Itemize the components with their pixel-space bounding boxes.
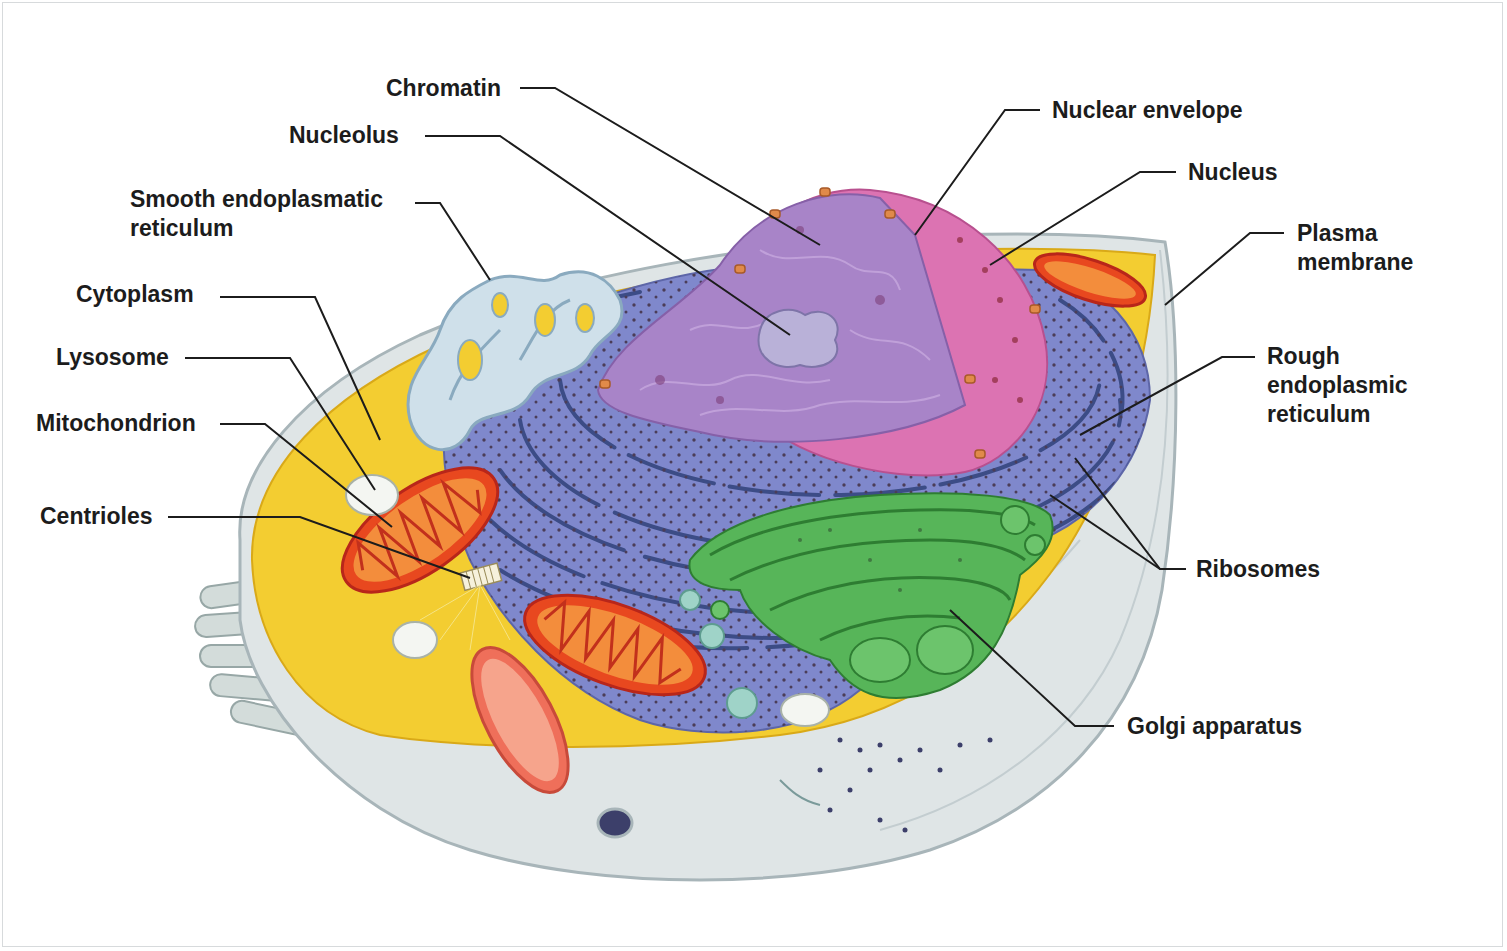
smooth-er xyxy=(408,272,622,450)
part-label: Nuclear envelope xyxy=(1052,96,1242,125)
part-label: Cytoplasm xyxy=(76,280,194,309)
ribosome-dots xyxy=(430,260,1160,750)
part-label: Mitochondrion xyxy=(36,409,196,438)
part-label: Lysosome xyxy=(56,343,169,372)
nucleus-cut-face xyxy=(598,194,965,441)
part-label: Centrioles xyxy=(40,502,152,531)
part-label: Ribosomes xyxy=(1196,555,1320,584)
mitochondrion xyxy=(322,444,518,616)
part-label: Chromatin xyxy=(386,74,501,103)
golgi-apparatus xyxy=(689,493,1052,698)
nucleolus xyxy=(759,310,838,367)
part-label: Smooth endoplasmatic reticulum xyxy=(130,185,430,243)
part-label: Plasma membrane xyxy=(1297,219,1447,277)
nuclear-pores xyxy=(600,188,1040,458)
leader-lines xyxy=(168,88,1284,726)
part-label: Nucleus xyxy=(1188,158,1277,187)
part-label: Nucleolus xyxy=(289,121,399,150)
part-label: Rough endoplasmic reticulum xyxy=(1267,342,1442,429)
mitochondrion xyxy=(1029,243,1152,317)
mitochondrion xyxy=(452,633,587,806)
part-label: Golgi apparatus xyxy=(1127,712,1302,741)
chromatin-texture xyxy=(640,250,940,415)
